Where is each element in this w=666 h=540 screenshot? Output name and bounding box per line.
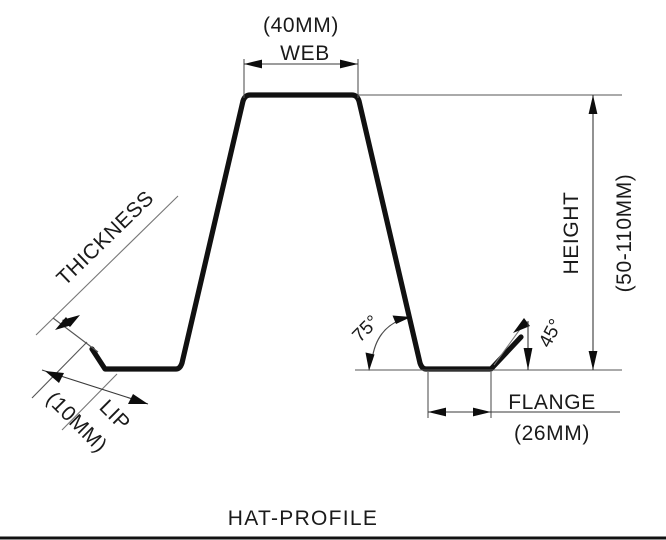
hat-profile-outline [89, 92, 524, 372]
web-arrow-left [244, 59, 262, 69]
lip-value-label: (10MM) [42, 387, 112, 457]
lip-arrow-lower [128, 394, 148, 404]
profile-path [89, 92, 524, 372]
web-value-label: (40MM) [263, 14, 339, 37]
height-value-label: (50-110MM) [613, 174, 636, 293]
thickness-arrow-upper [62, 315, 80, 327]
thickness-arrow-lower [55, 317, 72, 330]
lip-arrow-upper [45, 371, 64, 383]
thickness-leader-line [35, 195, 179, 336]
web-angle-label: 75° [349, 312, 384, 347]
web-angle-arrow-upper [392, 315, 411, 324]
flange-value-label: (26MM) [514, 422, 590, 445]
lip-angle-group [493, 318, 533, 370]
lip-dimension-group [31, 341, 149, 431]
thickness-dimension-group [35, 195, 179, 353]
web-angle-group [355, 315, 424, 371]
height-arrow-top [588, 95, 598, 114]
height-label: HEIGHT [560, 192, 583, 275]
lip-extension-line-bottom [61, 373, 118, 431]
thickness-extension-tick [52, 317, 99, 353]
lip-angle-arrow-lower [523, 348, 533, 370]
height-arrow-bottom [588, 351, 598, 370]
web-dimension-group [243, 59, 359, 98]
flange-label: FLANGE [508, 391, 596, 414]
flange-dimension-group [427, 372, 620, 418]
flange-arrow-left [428, 407, 446, 417]
flange-arrow-right [473, 407, 491, 417]
web-angle-arrow-lower [365, 352, 375, 371]
web-arrow-right [340, 59, 358, 69]
lip-angle-arrow-upper [513, 318, 530, 333]
thickness-label: THICKNESS [52, 186, 158, 290]
web-label: WEB [280, 42, 330, 65]
lip-angle-label: 45° [535, 316, 567, 351]
lip-extension-line-top [31, 341, 88, 399]
page-title: HAT-PROFILE [228, 507, 378, 530]
